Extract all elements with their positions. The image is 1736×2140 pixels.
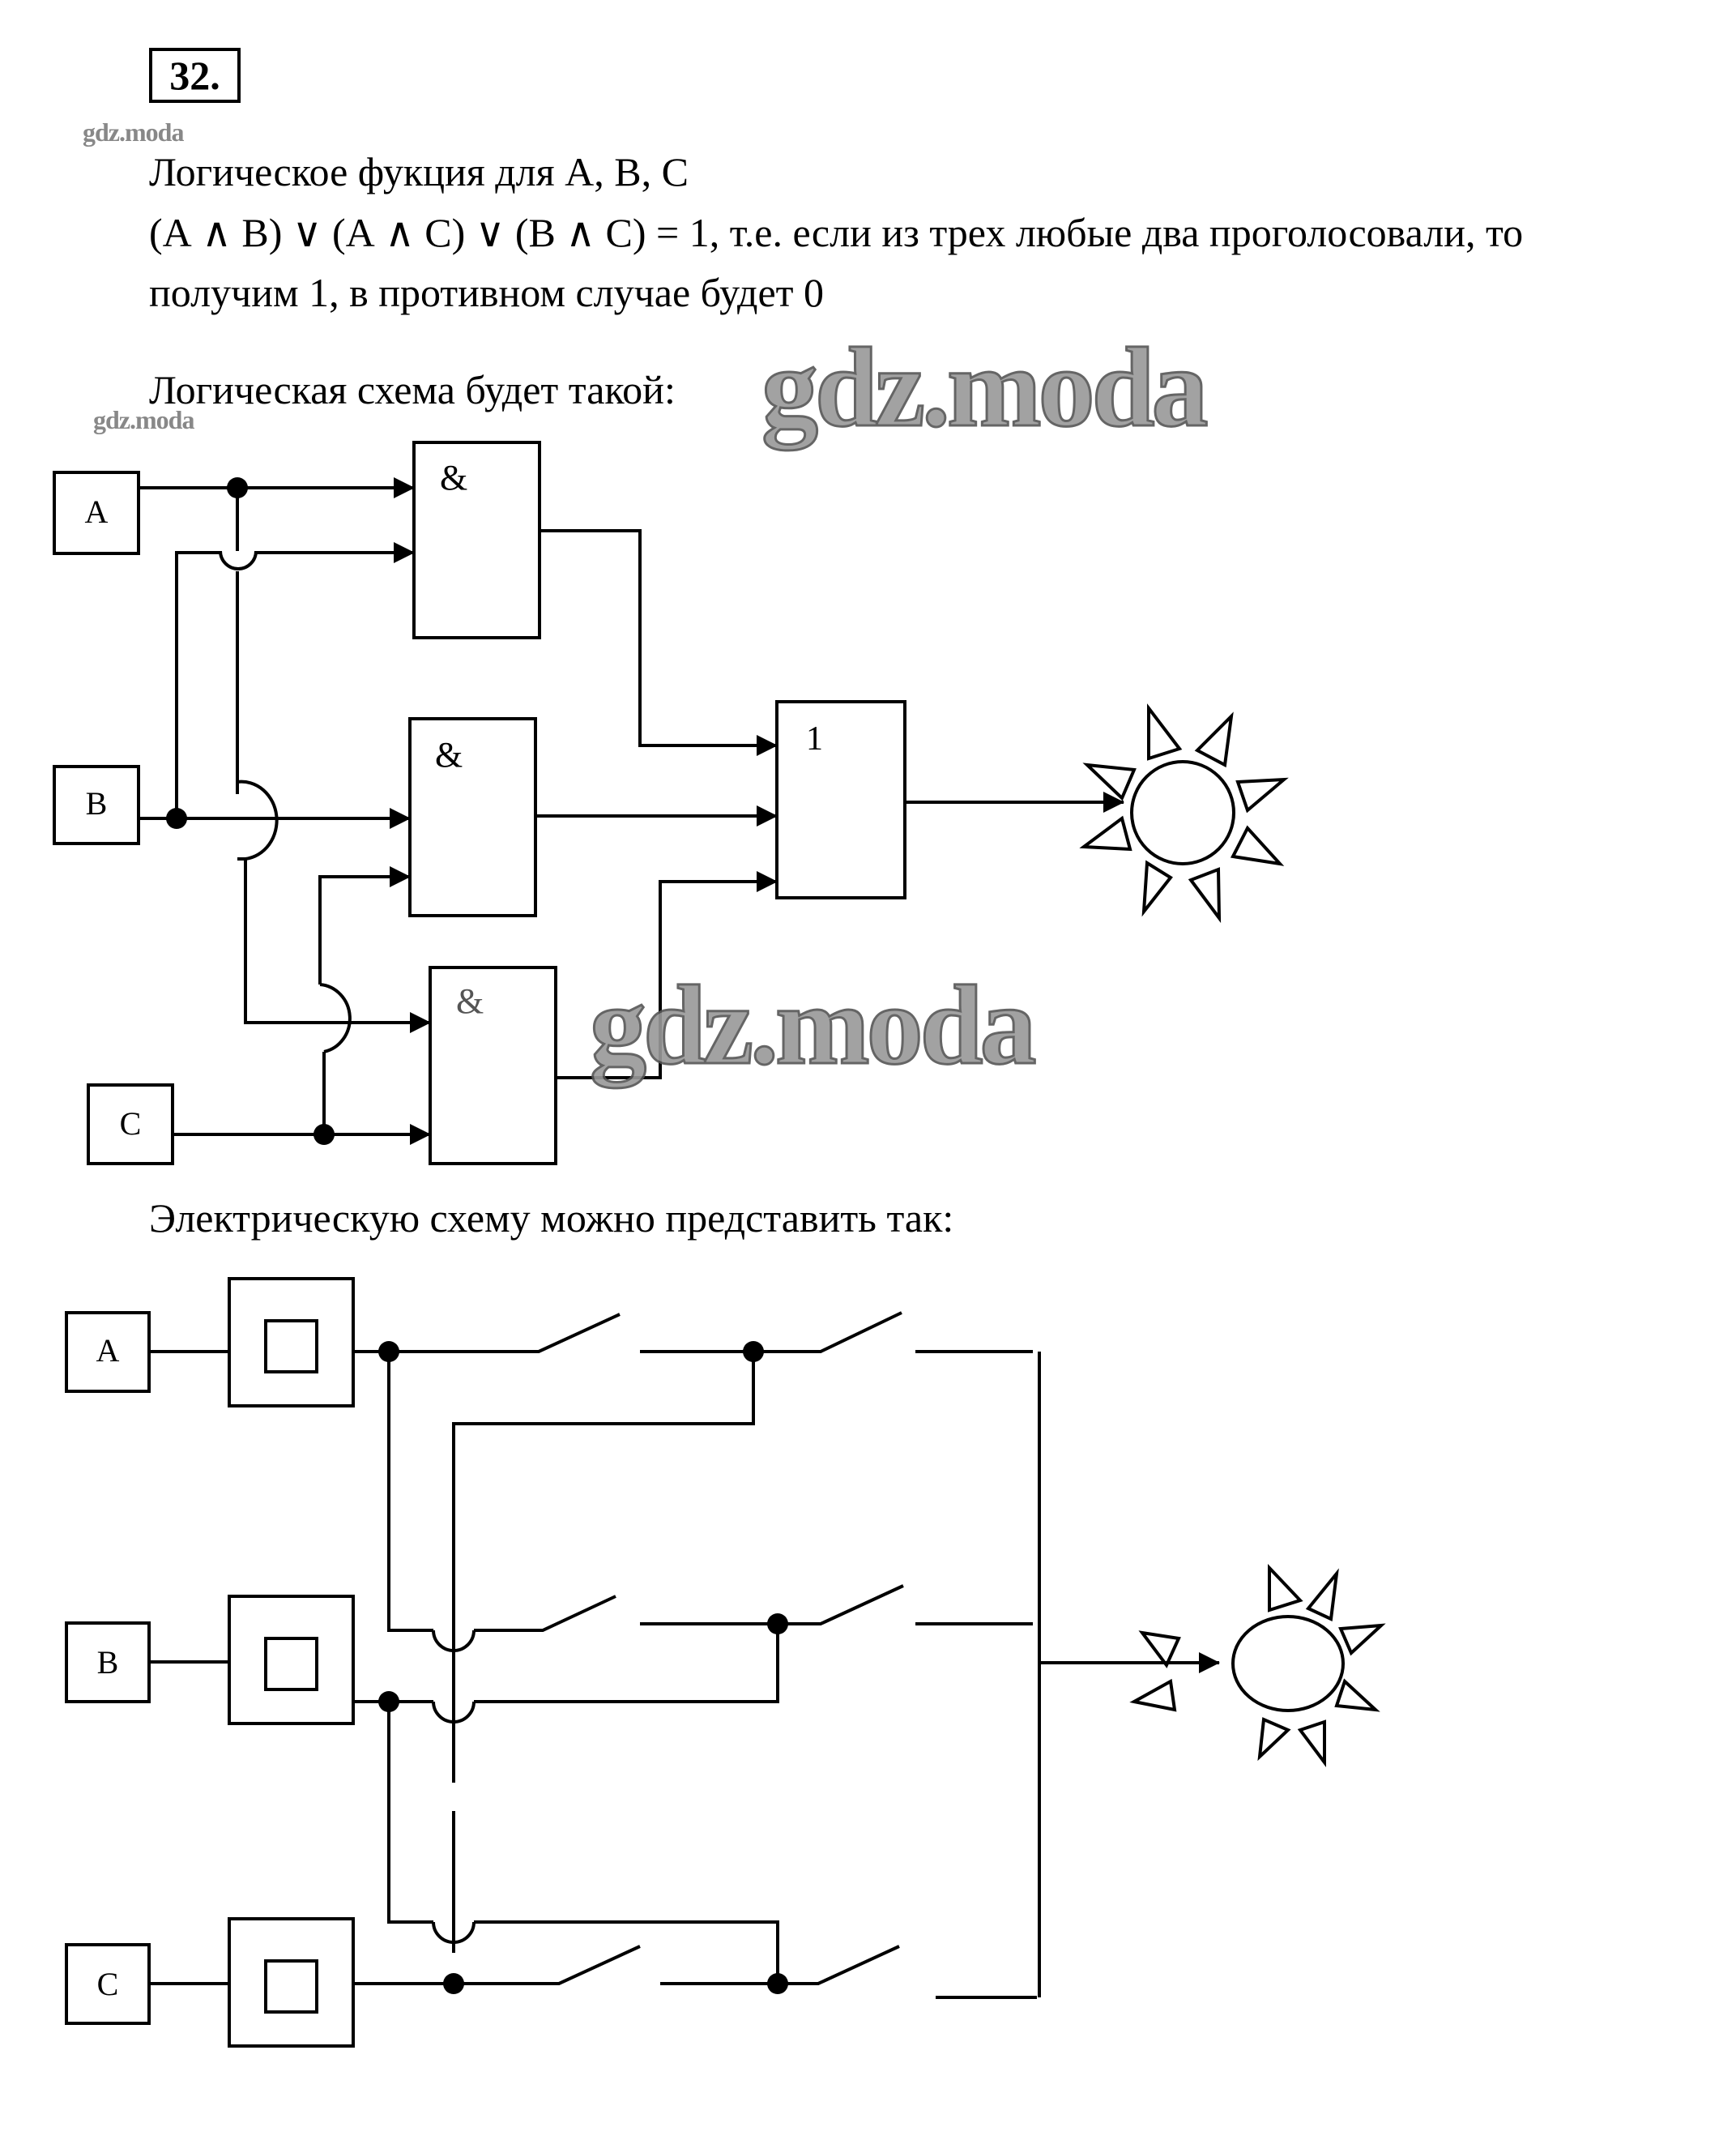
- lamp-icon: [1079, 703, 1289, 924]
- or-gate-label: 1: [806, 720, 823, 758]
- and-gate-3: [429, 966, 557, 1165]
- wire-b-gate1: [175, 553, 414, 818]
- wire-crossover: [319, 983, 352, 1053]
- and-gate-2-label: &: [435, 735, 463, 775]
- logic-input-a-label: A: [85, 493, 109, 530]
- paragraph-electric-scheme-title: Электрическую схему можно представить та…: [149, 1195, 954, 1241]
- logic-input-a-box: [53, 471, 140, 555]
- and-gate-1: [412, 441, 541, 639]
- logic-input-c-box: [87, 1083, 174, 1165]
- wire-crossover: [219, 550, 258, 570]
- logic-input-b-box: [53, 765, 140, 845]
- watermark-large: gdz.moda: [588, 962, 1037, 1090]
- and-gate-1-label: &: [440, 458, 467, 498]
- watermark-small: gdz.moda: [83, 117, 184, 147]
- watermark-small: gdz.moda: [93, 405, 194, 434]
- and-gate-2: [408, 717, 537, 917]
- paragraph-function-title: Логическое фукция для А, В, С: [149, 149, 689, 194]
- junction-dot: [166, 808, 187, 829]
- problem-number: 32.: [149, 48, 241, 103]
- logic-input-b-label: B: [86, 785, 108, 822]
- or-gate: [775, 700, 906, 899]
- wire-crossover: [237, 780, 279, 861]
- wire-gate3-or: [556, 871, 778, 1079]
- wire-a-gate3: [236, 488, 430, 1024]
- paragraph-logic-scheme-title: Логическая схема будет такой:: [149, 367, 676, 412]
- junction-dot: [227, 477, 248, 498]
- and-gate-3-label: &: [456, 981, 484, 1021]
- paragraph-result: получим 1, в противном случае будет 0: [149, 270, 825, 315]
- wire-c-gate2: [318, 877, 410, 1134]
- logic-input-c-label: C: [120, 1105, 142, 1142]
- watermark-large: gdz.moda: [760, 324, 1209, 452]
- junction-dot: [314, 1124, 335, 1145]
- paragraph-formula: (А ∧ В) ∨ (А ∧ С) ∨ (В ∧ С) = 1, т.е. ес…: [149, 210, 1524, 255]
- wire-gate1-or: [540, 529, 778, 756]
